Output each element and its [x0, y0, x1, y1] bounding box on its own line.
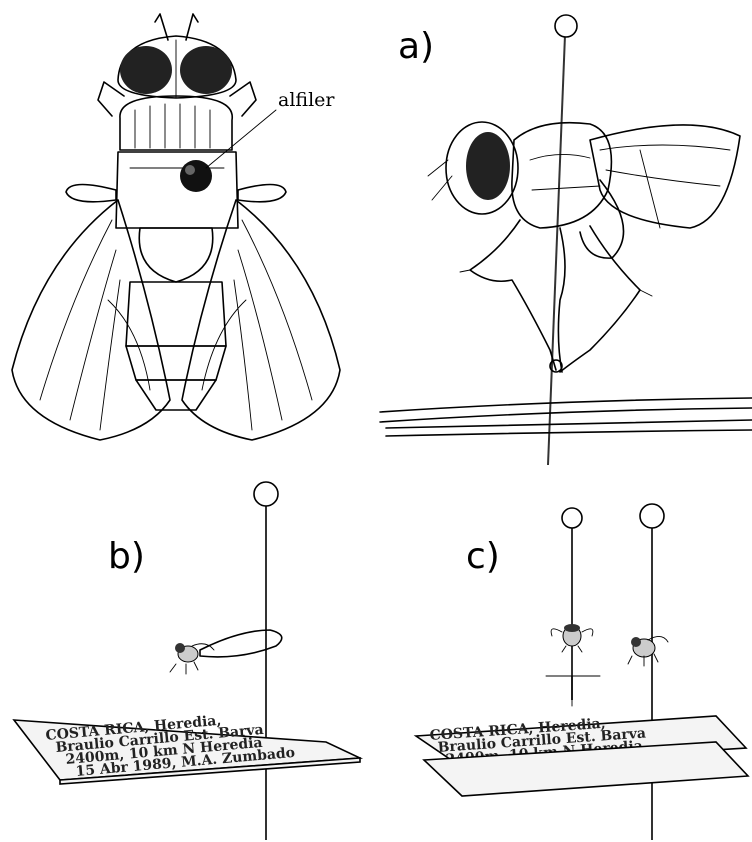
specimen-label-card-b: COSTA RICA, Heredia, Braulio Carrillo Es…	[14, 713, 360, 784]
panel-a-letter: a)	[398, 26, 434, 67]
pin-callout-label: alfiler	[278, 89, 335, 111]
panel-c-letter: c)	[466, 536, 500, 577]
panel-b-letter: b)	[108, 536, 145, 577]
dorsal-fly-drawing	[12, 14, 340, 440]
panel-a-lateral-fly-drawing	[380, 15, 752, 465]
panel-b-drawing: COSTA RICA, Heredia, Braulio Carrillo Es…	[14, 482, 360, 840]
point-mounted-fly	[170, 643, 214, 674]
double-mount-fly-lateral	[628, 636, 668, 666]
